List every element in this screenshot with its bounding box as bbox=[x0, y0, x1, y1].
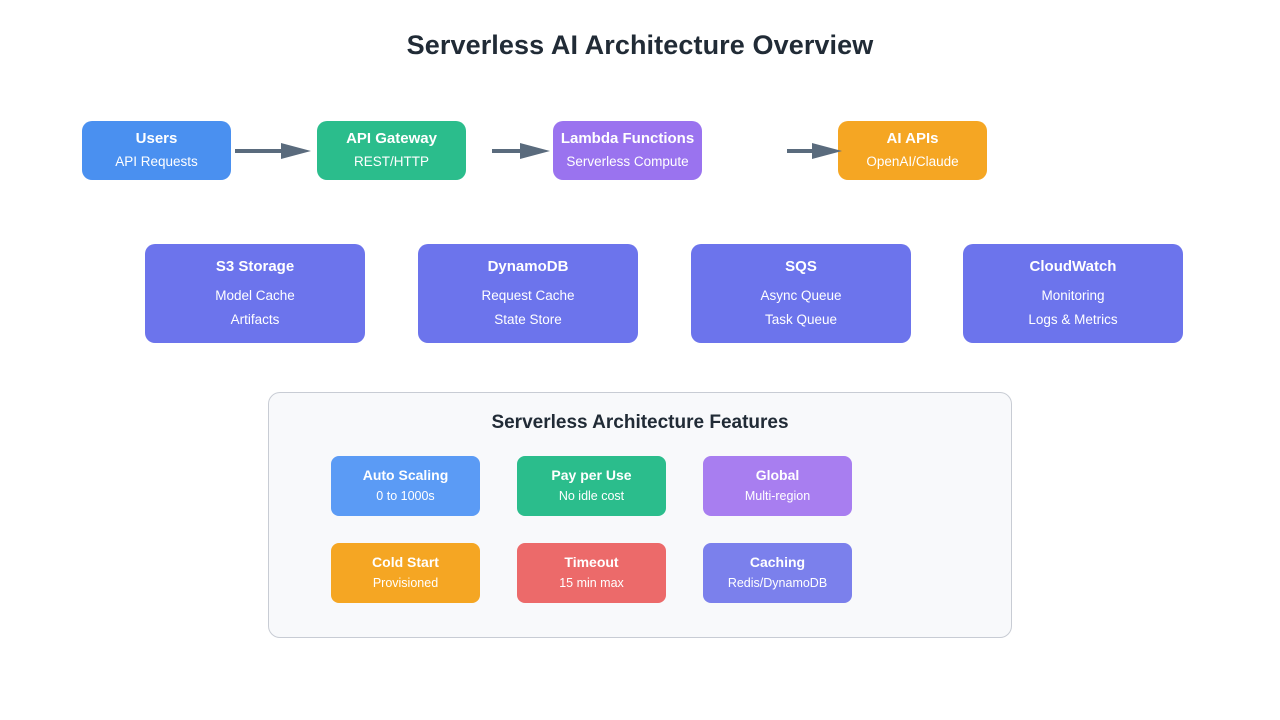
node-title: S3 Storage bbox=[215, 257, 295, 275]
feature-chip-auto-scaling[interactable]: Auto Scaling 0 to 1000s bbox=[331, 456, 480, 516]
features-panel-title: Serverless Architecture Features bbox=[491, 412, 789, 433]
node-title: Lambda Functions bbox=[560, 130, 695, 148]
arrow-api-gateway-to-lambda bbox=[492, 143, 550, 159]
node-title: AI APIs bbox=[886, 130, 939, 148]
chip-title: Caching bbox=[749, 553, 806, 570]
node-subtitle: Serverless Compute bbox=[566, 153, 689, 169]
node-detail-line-1: Request Cache bbox=[481, 288, 575, 304]
node-title: Users bbox=[135, 130, 178, 148]
chip-title: Global bbox=[755, 466, 800, 483]
node-detail-line-1: Async Queue bbox=[760, 288, 842, 304]
feature-chip-pay-per-use[interactable]: Pay per Use No idle cost bbox=[517, 456, 666, 516]
chip-title: Timeout bbox=[564, 553, 619, 570]
node-detail-line-2: Logs & Metrics bbox=[1028, 312, 1118, 328]
chip-subtitle: Redis/DynamoDB bbox=[727, 576, 828, 591]
node-title: CloudWatch bbox=[1029, 257, 1117, 275]
node-detail-line-2: Task Queue bbox=[764, 312, 838, 328]
arrow-users-to-api-gateway bbox=[235, 143, 311, 159]
chip-title: Pay per Use bbox=[551, 466, 632, 483]
chip-title: Cold Start bbox=[372, 553, 439, 570]
chip-title: Auto Scaling bbox=[362, 466, 449, 483]
node-subtitle: REST/HTTP bbox=[353, 153, 429, 169]
node-title: SQS bbox=[785, 257, 817, 275]
chip-subtitle: 0 to 1000s bbox=[376, 489, 435, 504]
node-title: API Gateway bbox=[346, 130, 437, 148]
chip-subtitle: Multi-region bbox=[744, 489, 811, 504]
page-title: Serverless AI Architecture Overview bbox=[406, 30, 874, 60]
chip-subtitle: 15 min max bbox=[559, 576, 624, 591]
node-title: DynamoDB bbox=[487, 257, 569, 275]
node-detail-line-2: Artifacts bbox=[230, 312, 280, 328]
node-detail-line-1: Monitoring bbox=[1041, 288, 1105, 304]
feature-chip-timeout[interactable]: Timeout 15 min max bbox=[517, 543, 666, 603]
chip-subtitle: No idle cost bbox=[558, 489, 625, 504]
node-detail-line-1: Model Cache bbox=[215, 288, 295, 304]
node-subtitle: OpenAI/Claude bbox=[866, 153, 959, 169]
chip-subtitle: Provisioned bbox=[372, 576, 439, 591]
arrow-lambda-to-ai-apis bbox=[787, 143, 842, 159]
features-panel: Serverless Architecture Features Auto Sc… bbox=[268, 392, 1012, 638]
node-detail-line-2: State Store bbox=[494, 312, 562, 328]
node-subtitle: API Requests bbox=[115, 153, 198, 169]
